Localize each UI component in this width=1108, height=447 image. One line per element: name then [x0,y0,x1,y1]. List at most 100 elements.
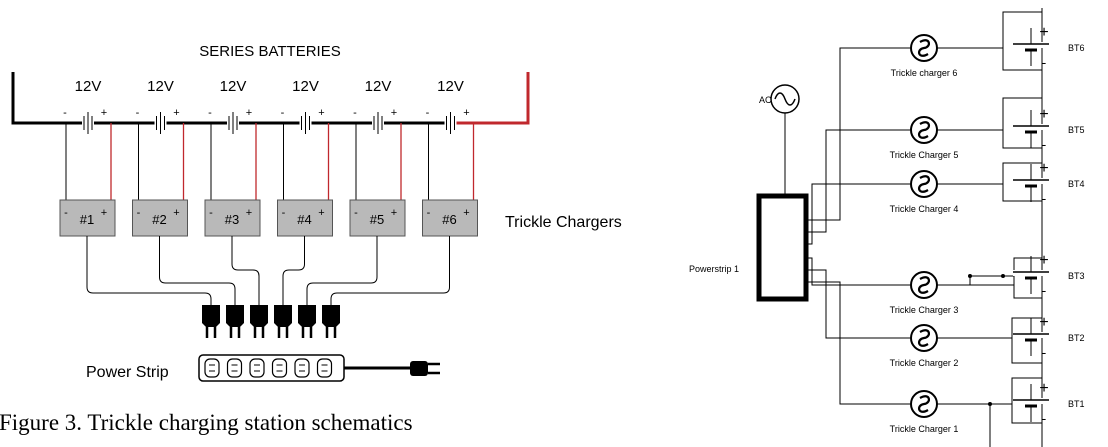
battery-label: BT5 [1068,125,1085,135]
battery-enclosure [1002,97,1043,149]
battery-plus-sign: + [1039,24,1048,41]
powerstrip-to-charger-wire [806,129,910,233]
trickle-chargers-label: Trickle Chargers [505,214,622,231]
charger-3-wire [937,275,1014,286]
charger-plus-sign: + [463,207,469,219]
battery-minus-sign: - [136,107,140,119]
charger-plus-sign: + [173,207,179,219]
battery-voltage-label: 12V [147,78,174,95]
charger-number-label: #3 [225,212,239,227]
charger-number-label: #5 [370,212,384,227]
left-schematic: SERIES BATTERIES 12V-+12V-+12V-+12V-+12V… [11,43,622,382]
battery-minus-sign: - [1042,345,1046,360]
right-trickle-charger-3: Trickle Charger 3 [890,271,959,315]
right-trickle-charger-2: Trickle Charger 2 [890,324,958,368]
powerstrip-to-charger-wire [806,269,910,339]
battery-bt5: +-BT5 [1002,97,1085,152]
right-charger-label: Trickle Charger 3 [890,305,959,315]
battery-enclosure [1002,11,1043,71]
battery-voltage-label: 12V [75,78,102,95]
charger-cord [282,236,305,305]
outlet-frame [204,358,220,378]
charger-wave [918,276,930,294]
right-charger-label: Trickle Charger 5 [890,150,959,160]
series-battery-group: 12V-+12V-+12V-+12V-+12V-+12V-+ [63,78,475,200]
right-charger-label: Trickle charger 6 [891,68,958,78]
battery-bt3: + - BT3 [1013,252,1085,299]
charger-cord [86,236,212,305]
series-batteries-title: SERIES BATTERIES [199,43,340,60]
charger-box [422,199,478,237]
charger-number-label: #2 [152,212,166,227]
charger-plug-group [202,305,340,338]
battery-plus-sign: + [1039,314,1048,331]
battery-plus-sign: + [101,107,107,119]
outlet-frame [294,358,310,378]
power-strip-outlet-icon [204,358,220,378]
plug-body [250,305,268,327]
charger-minus-sign: - [64,207,68,219]
charger-number-label: #6 [442,212,456,227]
outlet-frame [271,358,288,378]
ac-source-icon [770,84,800,114]
series-battery-5: 12V-+ [353,78,402,200]
series-battery-1: 12V- + [63,78,112,200]
powerstrip-1 [756,193,809,302]
battery-enclosure [1011,317,1043,364]
charger-plus-sign: + [246,207,252,219]
trickle-charger-1: #1-+ [59,199,212,305]
charger-wave [918,395,930,413]
charger-cord [231,236,260,305]
charger-plug-icon [250,305,268,338]
powerstrip-1-label: Powerstrip 1 [689,264,739,274]
power-strip-outlets [204,358,333,378]
charger-wave [918,121,930,139]
right-trickle-charger-5: Trickle Charger 5 [890,116,959,160]
charger-wires [806,47,1014,447]
power-strip-plug [410,361,440,376]
battery-bt1: +-BT1 [1011,377,1085,426]
battery-minus-sign: - [208,107,212,119]
charger-number-label: #4 [297,212,311,227]
battery-bt4: +-BT4 [1002,160,1085,206]
battery-bt6: +-BT6 [1002,11,1085,71]
charger-plug-icon [226,305,244,338]
battery-label: BT6 [1068,43,1085,53]
power-strip-outlet-icon [226,358,243,378]
trickle-charger-3: #3-+ [204,199,261,305]
battery-minus-sign: - [63,107,67,119]
outlet-frame [226,358,243,378]
plug-body [202,305,220,327]
charger-wave [918,39,930,57]
battery-enclosure [1013,257,1043,299]
right-charger-label: Trickle Charger 4 [890,204,959,214]
charger-plus-sign: + [318,207,324,219]
battery-voltage-label: 12V [220,78,247,95]
charger-minus-sign: - [137,207,141,219]
battery-minus-sign: - [1042,137,1046,152]
plug-body [298,305,316,327]
charger-wave [918,175,930,193]
plug-body [322,305,340,327]
power-strip-label: Power Strip [86,364,169,381]
charger-cord [330,236,450,305]
charger-cord [306,236,378,305]
battery-minus-sign: - [1042,283,1046,298]
battery-label: BT3 [1068,271,1085,281]
battery-plus-sign: + [391,107,397,119]
battery-minus-sign: - [281,107,285,119]
series-bus-positive-end [473,72,530,125]
battery-label: BT2 [1068,333,1085,343]
series-battery-4: 12V-+ [281,78,330,200]
powerstrip-to-charger-wire [806,257,910,286]
battery-minus-sign: - [426,107,430,119]
outlet-frame [249,358,265,378]
battery-plus-sign: + [1039,252,1048,269]
right-schematic: AC Powerstrip 1 Trickle charger 6Trickle… [689,8,1085,447]
power-strip-outlet-icon [316,358,333,378]
battery-label: BT1 [1068,399,1085,409]
charger-plus-sign: + [101,207,107,219]
right-trickle-charger-6: Trickle charger 6 [891,34,958,78]
trickle-charger-5: #5-+ [306,199,406,305]
trickle-charger-2: #2- + [132,199,236,305]
